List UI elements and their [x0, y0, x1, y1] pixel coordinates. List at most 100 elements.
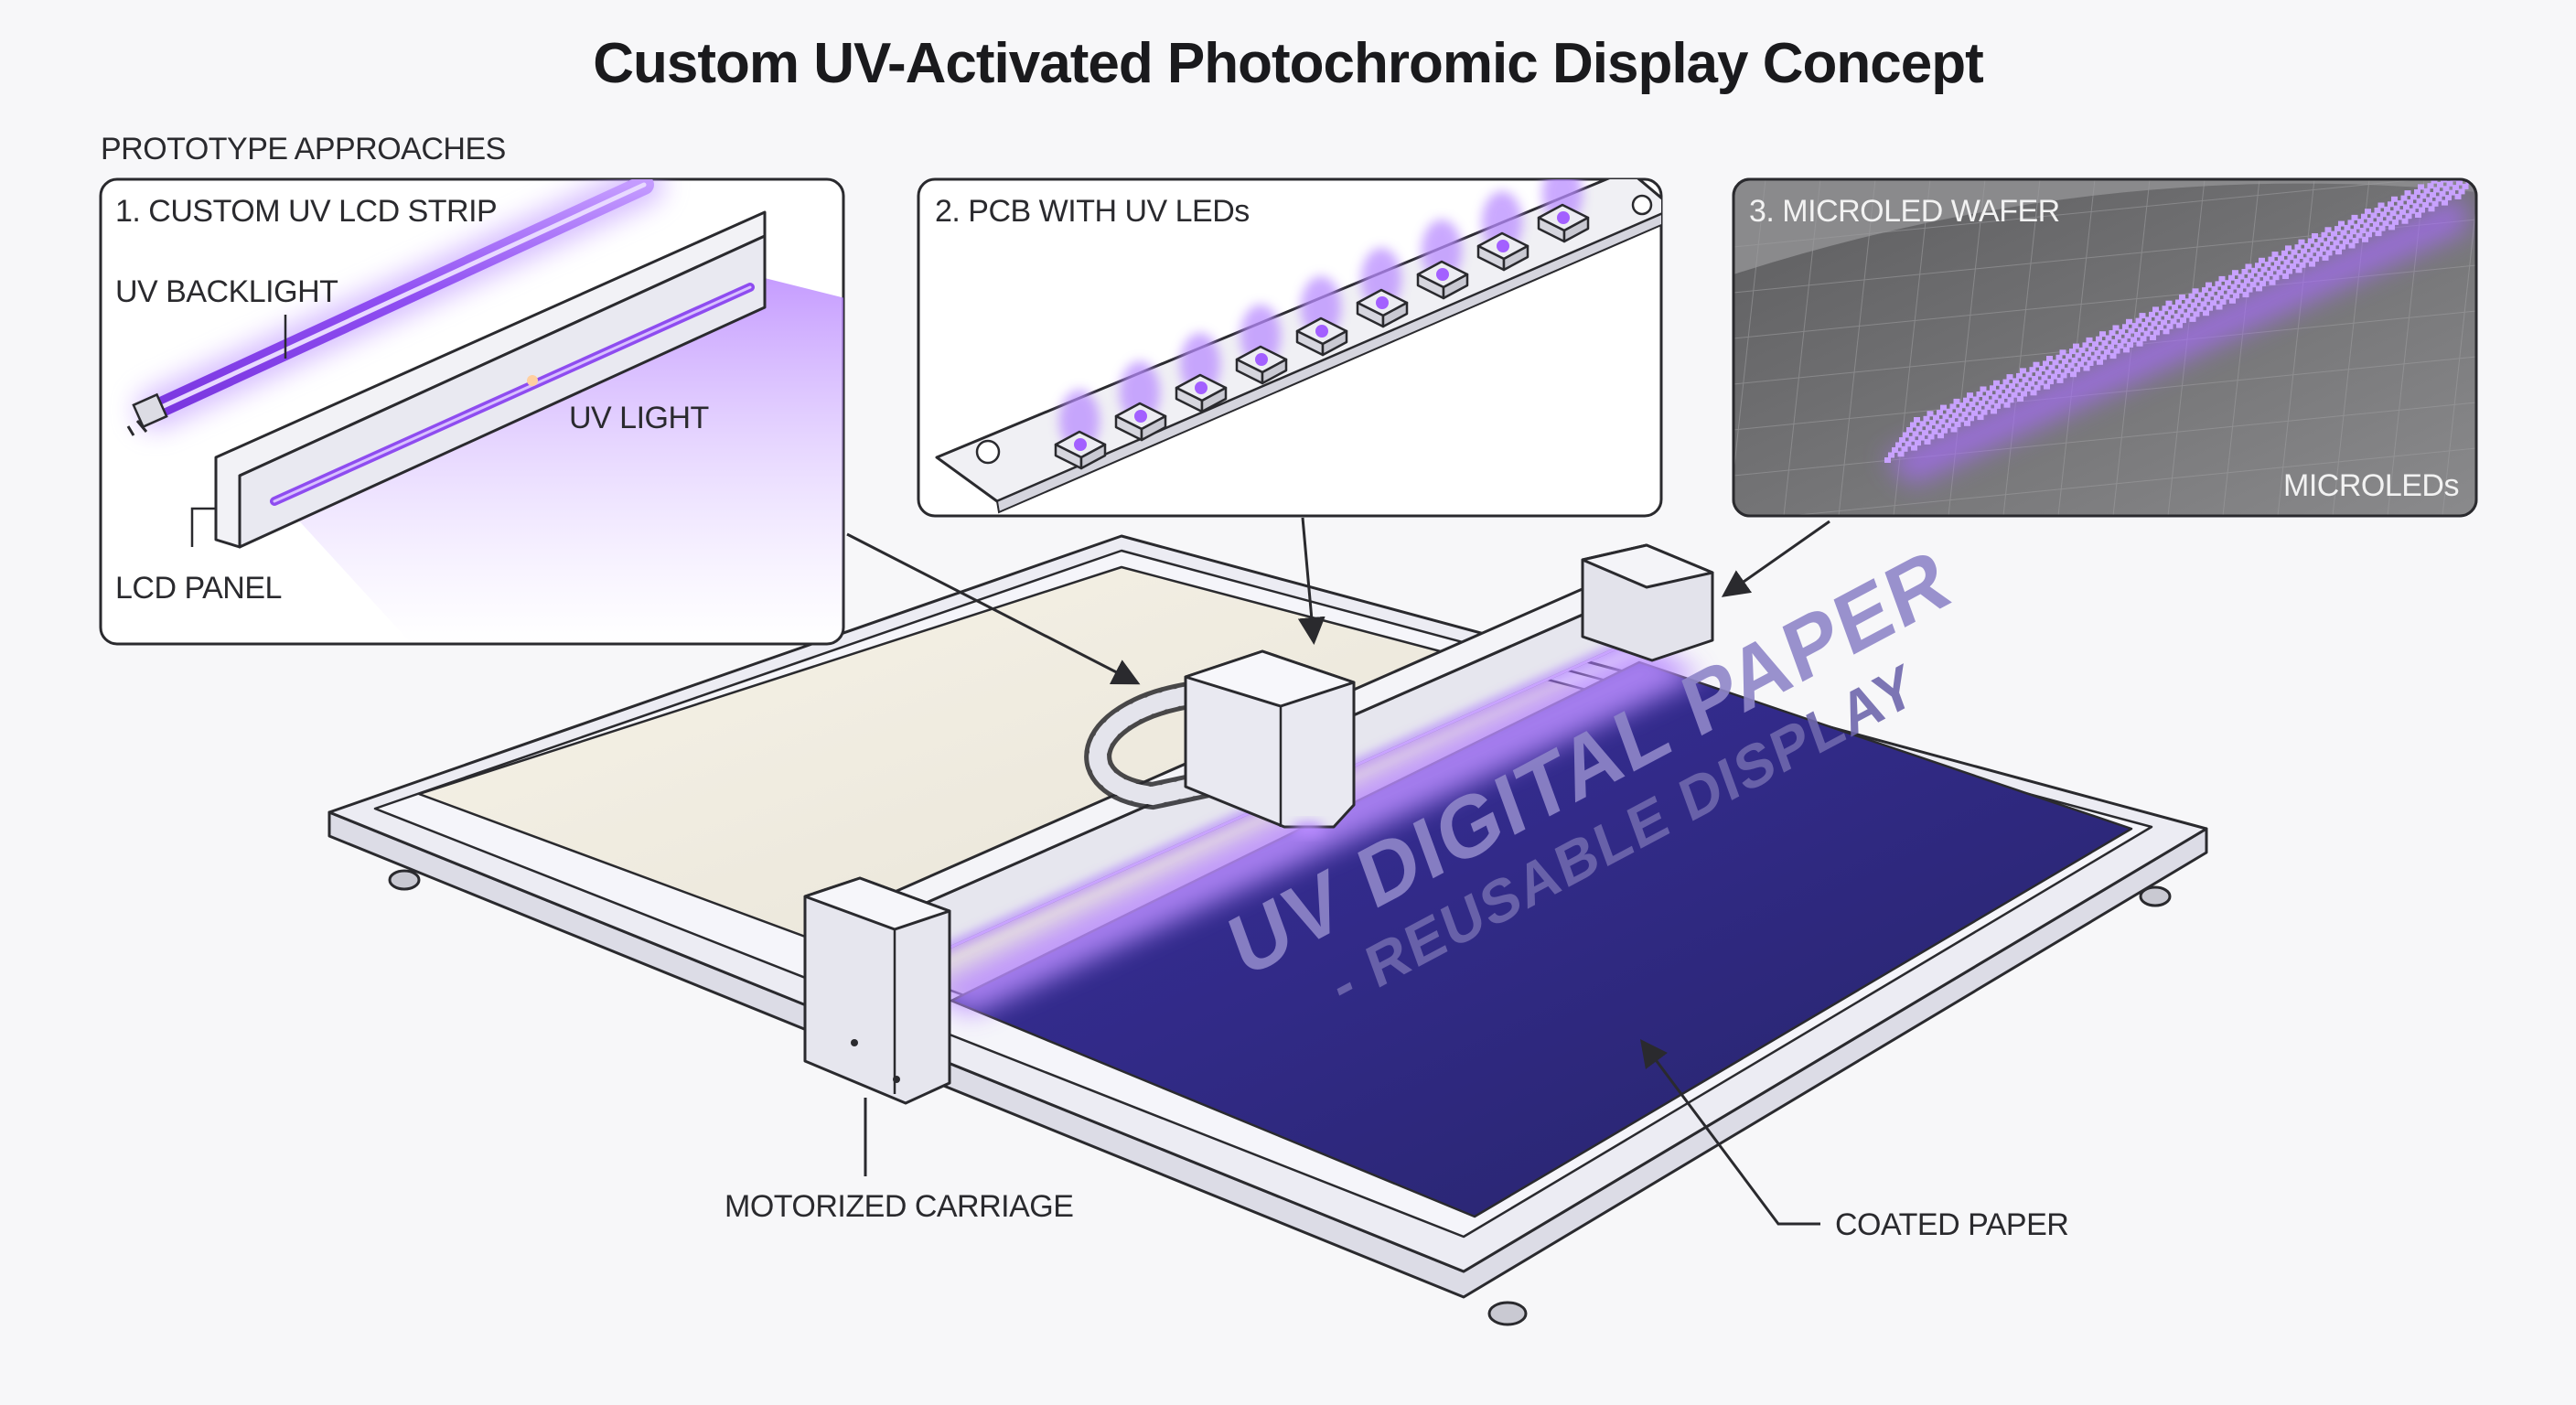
microled-pixel: [2078, 347, 2086, 353]
label-microleds: MICROLEDs: [2283, 468, 2459, 503]
microled-pixel: [2150, 335, 2156, 340]
microled-pixel: [2223, 294, 2230, 300]
microled-pixel: [2067, 362, 2075, 369]
microled-pixel: [1918, 434, 1925, 441]
microled-pixel: [1952, 413, 1959, 419]
microled-pixel: [1937, 410, 1943, 416]
microled-pixel: [2321, 231, 2328, 238]
microled-pixel: [2313, 256, 2319, 263]
microled-pixel: [2344, 224, 2351, 231]
microled-pixel: [2177, 308, 2184, 315]
microled-pixel: [2012, 378, 2019, 384]
microled-pixel: [1897, 451, 1905, 457]
microled-pixel: [2430, 192, 2436, 198]
microled-pixel: [2283, 259, 2291, 265]
microled-pixel: [1953, 398, 1960, 404]
microled-pixel: [2405, 213, 2412, 220]
microled-pixel: [2316, 251, 2323, 257]
microled-pixel: [2442, 186, 2450, 192]
label-lcd-panel: LCD PANEL: [115, 571, 282, 606]
microled-pixel: [2198, 292, 2205, 298]
microled-pixel: [2191, 302, 2197, 308]
motorized-carriage: [803, 876, 951, 1105]
microled-pixel: [2029, 367, 2036, 373]
microled-pixel: [2304, 243, 2311, 249]
microled-pixel: [2227, 289, 2234, 295]
microled-pixel: [2317, 237, 2324, 243]
microled-pixel: [2237, 287, 2243, 294]
microled-pixel: [2426, 197, 2432, 203]
microled-pixel: [2181, 303, 2188, 309]
microled-pixel: [2086, 337, 2093, 343]
microled-pixel: [2002, 379, 2010, 385]
microled-pixel: [2152, 306, 2159, 313]
microled-pixel: [2124, 333, 2131, 339]
microled-pixel: [2352, 238, 2359, 243]
microled-pixel: [2175, 299, 2182, 306]
microled-pixel: [2399, 209, 2406, 215]
microled-pixel: [2401, 218, 2409, 224]
microled-pixel: [2382, 220, 2389, 227]
microled-pixel: [1938, 418, 1946, 424]
arrow-panel1: [846, 532, 1141, 685]
microled-pixel: [2011, 391, 2018, 398]
microled-pixel: [2017, 396, 2023, 402]
microled-pixel: [1999, 384, 2006, 391]
microled-pixel: [2229, 297, 2236, 304]
microled-pixel: [2234, 279, 2241, 284]
microled-pixel: [2365, 209, 2371, 215]
microled-pixel: [2435, 196, 2442, 202]
microled-pixel: [2343, 239, 2349, 245]
microled-pixel: [2391, 196, 2398, 202]
microled-pixel: [2309, 261, 2315, 267]
microled-pixel: [2179, 295, 2185, 300]
microled-pixel: [2126, 318, 2132, 325]
microled-pixel: [1935, 424, 1942, 430]
microled-pixel: [2143, 330, 2151, 337]
microled-pixel: [2350, 229, 2356, 235]
microled-pixel: [2280, 264, 2287, 271]
microled-pixel: [2446, 180, 2453, 187]
microled-pixel: [1927, 434, 1935, 440]
microled-pixel: [2290, 263, 2296, 269]
microled-pixel: [2431, 179, 2438, 184]
microled-pixel: [2221, 284, 2227, 291]
foot: [1487, 1301, 1528, 1326]
microled-pixel: [2048, 364, 2055, 370]
microled-pixel: [2180, 317, 2186, 324]
uv-led: [1114, 361, 1167, 442]
microled-pixel: [2003, 402, 2011, 408]
microled-pixel: [2158, 310, 2165, 316]
microled-pixel: [2131, 337, 2137, 343]
microled-pixel: [2070, 371, 2077, 378]
microled-pixel: [2313, 241, 2321, 248]
panel2-title: 2. PCB WITH UV LEDs: [935, 194, 1250, 229]
microled-pixel: [2336, 234, 2344, 241]
microled-pixel: [1923, 415, 1930, 422]
microled-pixel: [2047, 379, 2054, 385]
microled-pixel: [2458, 166, 2464, 171]
microled-pixel: [2453, 185, 2459, 191]
diagram-title: Custom UV-Activated Photochromic Display…: [593, 32, 1983, 95]
microled-pixel: [2278, 255, 2284, 262]
microled-pixel: [2416, 198, 2423, 204]
microled-pixel: [2215, 281, 2222, 287]
microled-pixel: [2176, 322, 2183, 328]
uv-led: [1476, 191, 1530, 272]
microled-pixel: [2140, 336, 2147, 342]
microled-pixel: [1946, 408, 1953, 414]
microled-pixel: [1927, 411, 1934, 417]
microled-pixel: [2016, 372, 2023, 379]
microled-pixel: [2216, 304, 2223, 310]
microled-pixel: [2481, 158, 2487, 164]
microled-pixel: [2097, 359, 2103, 365]
microled-pixel: [2389, 210, 2397, 217]
microled-pixel: [2096, 336, 2102, 342]
microled-pixel: [2111, 338, 2118, 345]
microled-pixel: [2037, 380, 2045, 386]
microled-pixel: [2105, 335, 2112, 341]
uv-led: [1054, 390, 1107, 470]
microled-pixel: [2188, 293, 2195, 299]
microled-pixel: [2339, 243, 2345, 250]
microled-pixel: [2168, 309, 2174, 316]
